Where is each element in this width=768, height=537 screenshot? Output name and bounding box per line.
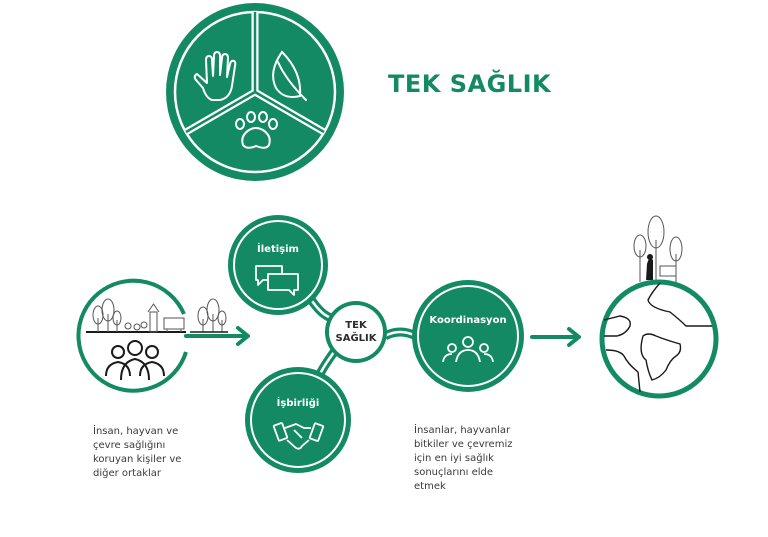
caption-line: çevre sağlığını bbox=[93, 440, 166, 451]
node-label-isbirligi: İşbirliği bbox=[276, 398, 320, 409]
caption-line: sonuçlarını elde bbox=[414, 467, 494, 478]
group-icon bbox=[442, 336, 494, 363]
left-caption: İnsan, hayvan ve çevre sağlığını koruyan… bbox=[93, 425, 181, 481]
left-panel-illustration bbox=[76, 278, 228, 393]
hub-center-label-line1: TEK bbox=[345, 320, 367, 331]
hub-center bbox=[325, 301, 387, 363]
people-icon bbox=[105, 340, 165, 381]
page-title: TEK SAĞLIK bbox=[388, 70, 552, 98]
caption-line: İnsan, hayvan ve bbox=[93, 426, 179, 437]
arrow-right-icon bbox=[530, 327, 581, 347]
caption-line: koruyan kişiler ve bbox=[93, 454, 182, 465]
hub-center-label-line2: SAĞLIK bbox=[335, 333, 377, 344]
right-caption: İnsanlar, hayvanlar bitkiler ve çevremiz… bbox=[414, 424, 512, 494]
leaf-icon bbox=[272, 50, 307, 101]
node-koordinasyon bbox=[412, 280, 524, 392]
hub-center-label: TEK SAĞLIK bbox=[326, 319, 386, 345]
one-health-logo bbox=[166, 3, 344, 181]
caption-line: için en iyi sağlık bbox=[414, 453, 494, 464]
caption-line: etmek bbox=[414, 481, 446, 492]
chat-bubbles-icon bbox=[255, 265, 299, 296]
caption-line: bitkiler ve çevremiz bbox=[414, 439, 513, 450]
node-label-iletisim: İletişim bbox=[257, 244, 299, 255]
arrow-right-icon bbox=[184, 326, 250, 346]
node-iletisim bbox=[228, 215, 328, 315]
node-isbirligi bbox=[245, 367, 351, 473]
handshake-icon bbox=[272, 422, 325, 450]
node-label-koordinasyon: Koordinasyon bbox=[429, 315, 507, 326]
caption-line: diğer ortaklar bbox=[93, 468, 162, 479]
paw-icon bbox=[235, 111, 278, 149]
globe-icon bbox=[599, 215, 719, 399]
hand-icon bbox=[193, 51, 237, 101]
caption-line: İnsanlar, hayvanlar bbox=[414, 425, 511, 436]
